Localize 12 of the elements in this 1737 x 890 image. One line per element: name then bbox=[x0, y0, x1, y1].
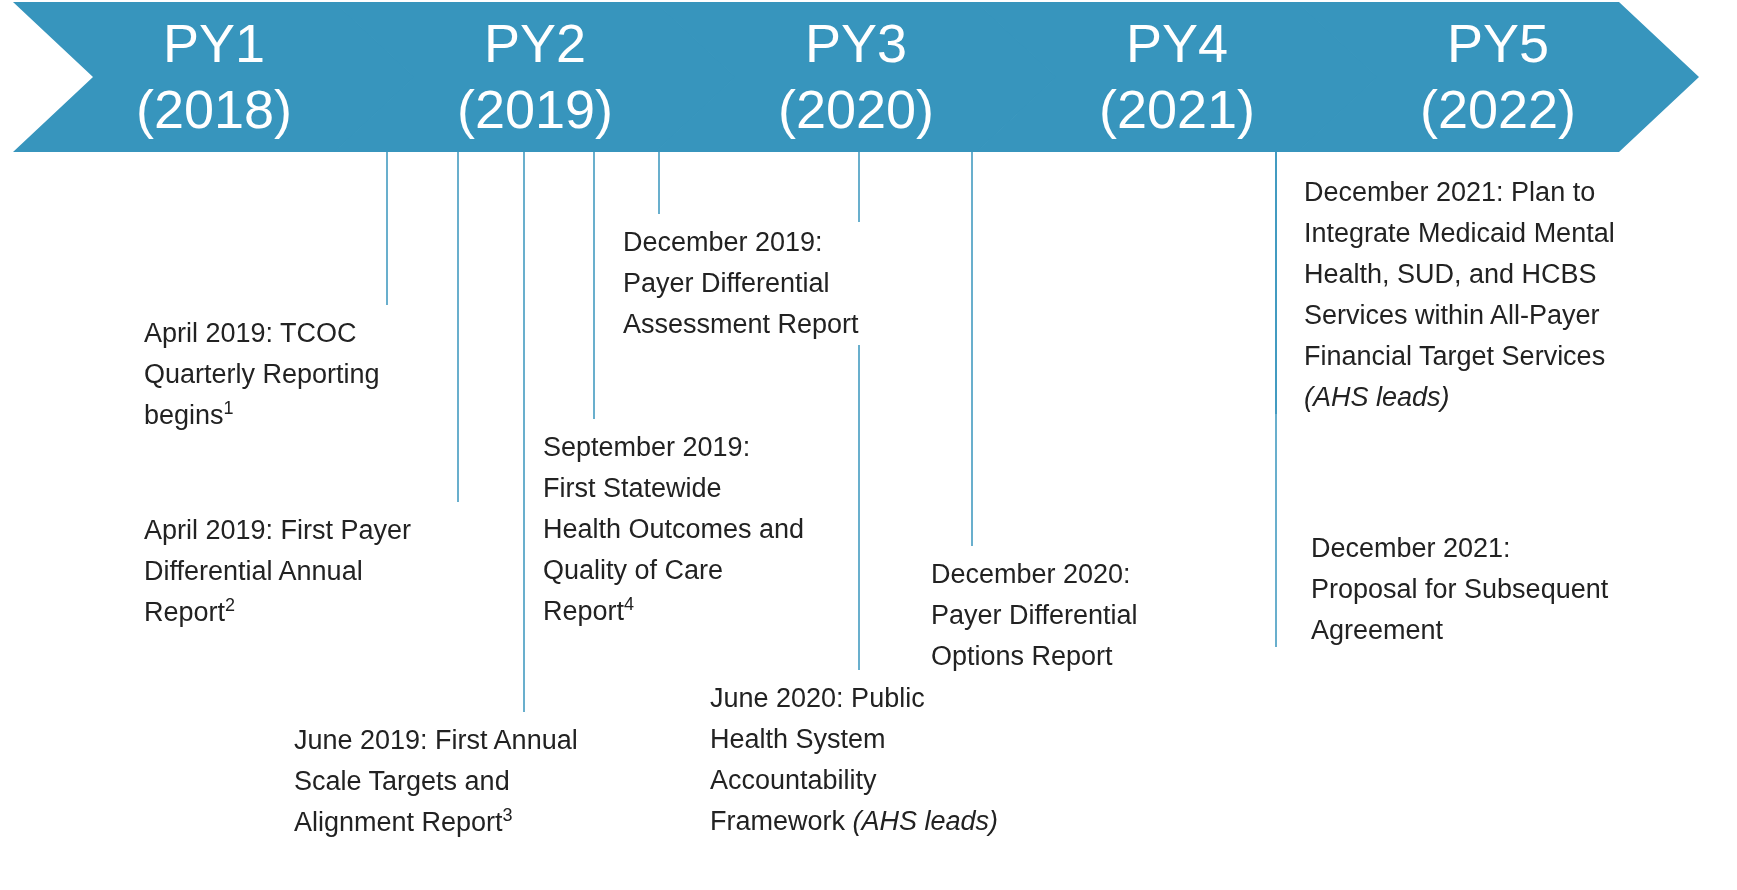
leader-line bbox=[593, 151, 595, 420]
leader-line bbox=[971, 151, 973, 547]
period-label: PY3 (2020) bbox=[776, 12, 936, 141]
leader-line bbox=[457, 151, 459, 503]
leader-line bbox=[386, 151, 388, 306]
period-label: PY2 (2019) bbox=[455, 12, 615, 141]
period-label: PY5 (2022) bbox=[1418, 12, 1578, 141]
leader-line bbox=[658, 151, 660, 215]
leader-line bbox=[1275, 151, 1277, 648]
period-label: PY4 (2021) bbox=[1097, 12, 1257, 141]
period-label: PY1 (2018) bbox=[134, 12, 294, 141]
leader-line bbox=[523, 151, 525, 713]
